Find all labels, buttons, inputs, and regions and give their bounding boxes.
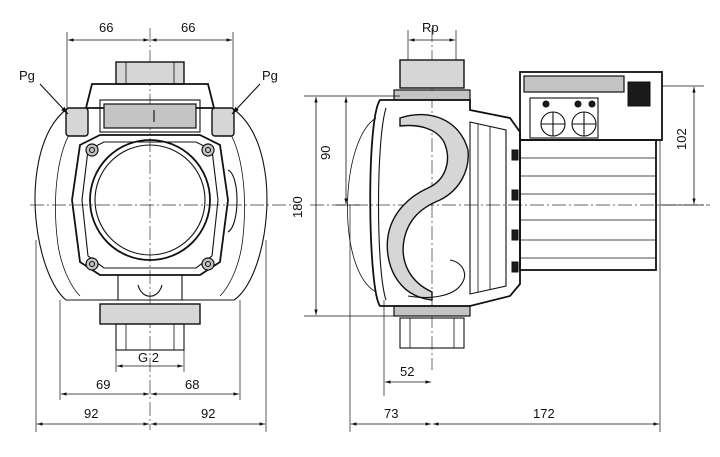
front-housing-outline (34, 107, 268, 301)
front-bottom-connection (115, 323, 185, 351)
front-cable-gland-left (65, 107, 89, 137)
dim-66-left: 66 (99, 20, 113, 35)
front-rotor-circle-outer (89, 139, 211, 261)
side-terminal-box (519, 71, 663, 141)
front-cable-gland-right (211, 107, 235, 137)
dim-52: 52 (400, 364, 414, 379)
dim-92-right: 92 (201, 406, 215, 421)
side-motor-ribs (520, 157, 656, 259)
dim-66-right: 66 (181, 20, 195, 35)
side-bottom-flange (393, 305, 471, 317)
thread-g2-label: G 2 (138, 350, 159, 365)
dim-68: 68 (185, 377, 199, 392)
front-rotor-circle-inner (94, 144, 206, 256)
side-rib-details (511, 149, 519, 273)
front-bottom-flange (99, 303, 201, 325)
dim-73: 73 (384, 406, 398, 421)
front-housing-inner-left (55, 121, 81, 297)
pg-right-label: Pg (262, 68, 278, 83)
side-top-connection (399, 59, 465, 89)
front-terminal-box (99, 99, 201, 133)
front-housing-inner-right (219, 121, 245, 297)
pg-left-leader (39, 83, 69, 115)
front-motor-flange (71, 134, 229, 276)
front-screws (85, 143, 215, 271)
side-stator-flange (469, 121, 507, 295)
side-view: Rp 90 180 102 52 73 172 (290, 20, 710, 432)
dim-172: 172 (533, 406, 555, 421)
dim-92-left: 92 (84, 406, 98, 421)
dim-102: 102 (674, 128, 689, 150)
side-top-flange (393, 89, 471, 101)
side-terminal-cap (627, 81, 651, 107)
dim-69: 69 (96, 377, 110, 392)
front-view: Pg Pg 66 66 G 2 69 68 92 92 (19, 20, 300, 432)
pg-left-label: Pg (19, 68, 35, 83)
side-connector-circles (540, 100, 597, 137)
dim-180: 180 (290, 196, 305, 218)
side-volute (386, 113, 469, 301)
pg-right-leader (231, 83, 261, 115)
rp-label: Rp (422, 20, 439, 35)
side-bottom-connection (399, 317, 465, 349)
dim-90: 90 (318, 146, 333, 160)
